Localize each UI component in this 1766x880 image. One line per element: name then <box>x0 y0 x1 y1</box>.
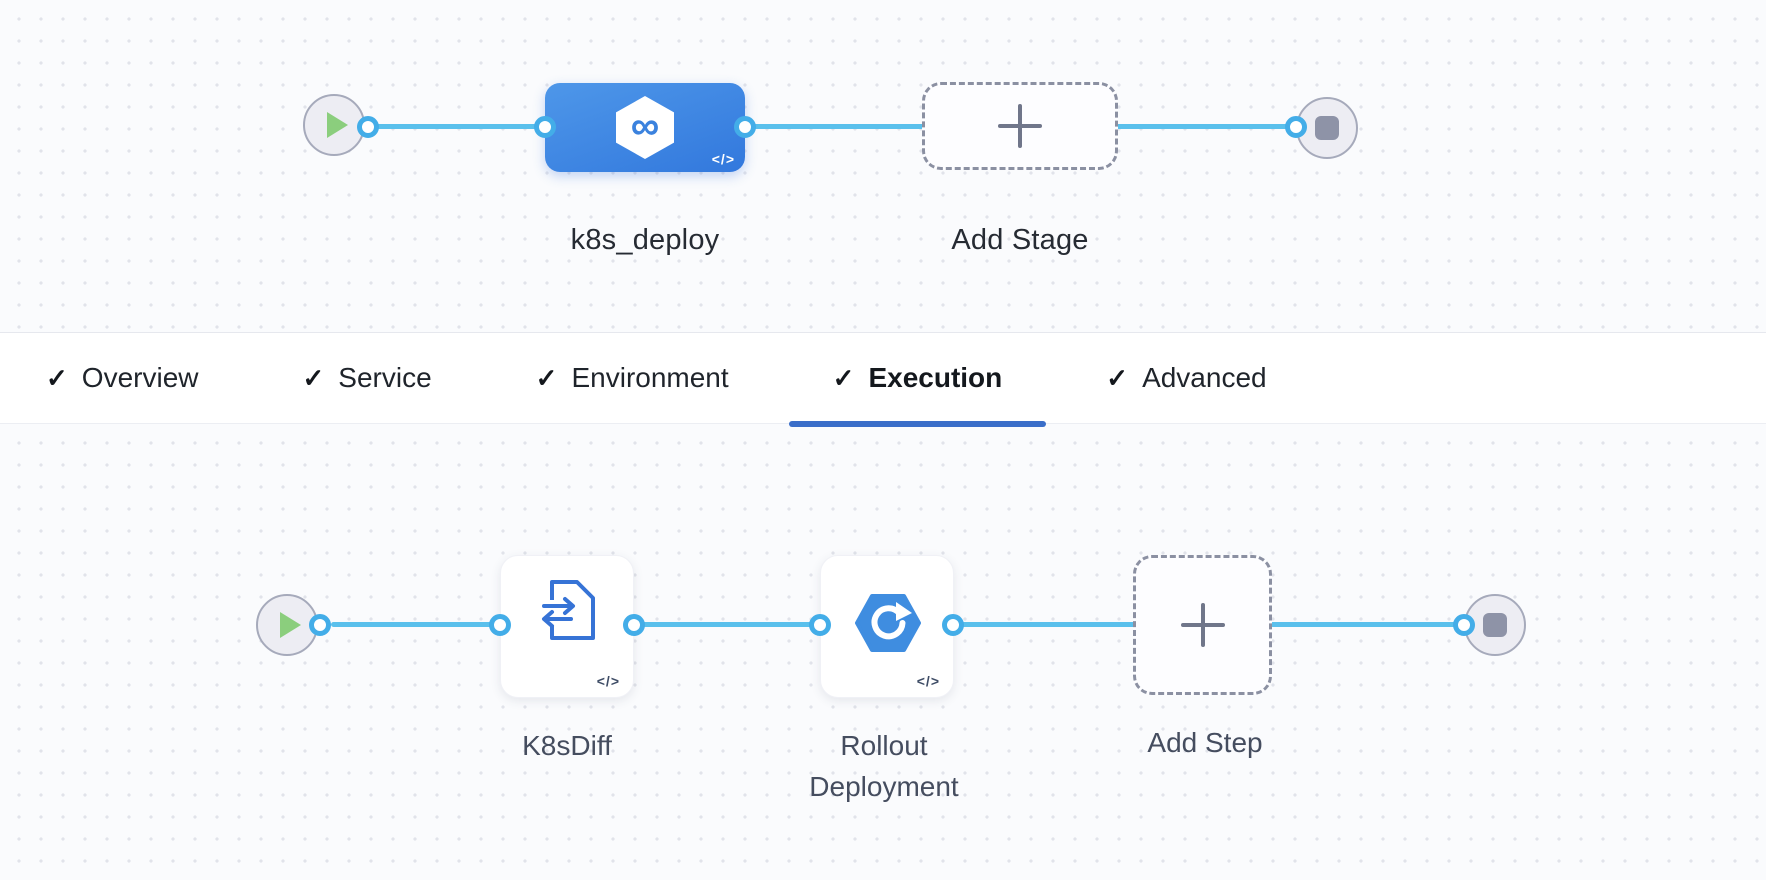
tab-environment[interactable]: ✓ Environment <box>535 362 729 393</box>
step-label-k8sdiff: K8sDiff <box>522 730 612 761</box>
connector-port <box>623 614 645 636</box>
deploy-stage-hexagon-icon: ∞ <box>616 96 674 159</box>
check-icon: ✓ <box>832 362 855 393</box>
connector-port <box>1453 614 1475 636</box>
check-icon: ✓ <box>535 362 558 393</box>
k8s-diff-document-icon <box>541 580 595 640</box>
tab-overview[interactable]: ✓ Overview <box>46 362 199 393</box>
step-label-rollout-deployment: Rollout Deployment <box>734 725 1034 807</box>
add-stage-label: Add Stage <box>951 224 1089 256</box>
execution-start-node <box>256 594 318 656</box>
stage-node-k8s-deploy[interactable]: ∞ </> <box>545 83 745 172</box>
plus-icon <box>998 104 1042 148</box>
connector-port <box>489 614 511 636</box>
stop-icon <box>1315 116 1339 140</box>
connector-line <box>748 124 926 129</box>
play-icon <box>326 112 348 138</box>
step-label-line: Deployment <box>809 771 959 802</box>
connector-line <box>365 124 550 129</box>
execution-graph-canvas[interactable]: </> </> K8sDiff Rollout Deployment <box>0 424 1766 880</box>
code-badge-icon: </> <box>711 151 735 167</box>
add-step-label: Add Step <box>1147 727 1263 758</box>
tab-service[interactable]: ✓ Service <box>302 362 432 393</box>
connector-port <box>1285 116 1307 138</box>
connector-line <box>331 622 505 627</box>
step-node-k8sdiff[interactable]: </> <box>500 555 634 698</box>
connector-line <box>953 622 1136 627</box>
connector-port <box>357 116 379 138</box>
infinity-icon: ∞ <box>630 103 660 148</box>
add-step-button[interactable] <box>1133 555 1272 695</box>
step-label-line: Rollout <box>840 730 928 761</box>
tab-advanced[interactable]: ✓ Advanced <box>1106 362 1267 393</box>
connector-line <box>634 622 823 627</box>
plus-icon <box>1180 603 1225 647</box>
code-badge-icon: </> <box>916 673 940 689</box>
step-node-rollout-deployment[interactable]: </> <box>820 555 954 698</box>
stage-graph-canvas[interactable]: ∞ </> k8s_deploy Add Stage <box>0 0 1766 332</box>
stage-node-label: k8s_deploy <box>570 224 720 256</box>
connector-line <box>1116 124 1302 129</box>
connector-port <box>809 614 831 636</box>
stage-config-tabbar: ✓ Overview ✓ Service ✓ Environment ✓ Exe… <box>0 332 1766 427</box>
connector-port <box>534 116 556 138</box>
play-icon <box>279 612 301 638</box>
connector-port <box>309 614 331 636</box>
connector-port <box>734 116 756 138</box>
tab-execution[interactable]: ✓ Execution <box>788 333 1047 427</box>
code-badge-icon: </> <box>596 673 620 689</box>
check-icon: ✓ <box>46 362 68 393</box>
stop-icon <box>1483 613 1507 637</box>
check-icon: ✓ <box>1106 362 1129 393</box>
add-stage-button[interactable] <box>922 82 1118 170</box>
connector-line <box>1270 622 1467 627</box>
check-icon: ✓ <box>302 362 325 393</box>
pipeline-start-node <box>303 94 365 156</box>
connector-port <box>942 614 964 636</box>
rollout-deployment-hexagon-icon <box>855 594 921 652</box>
